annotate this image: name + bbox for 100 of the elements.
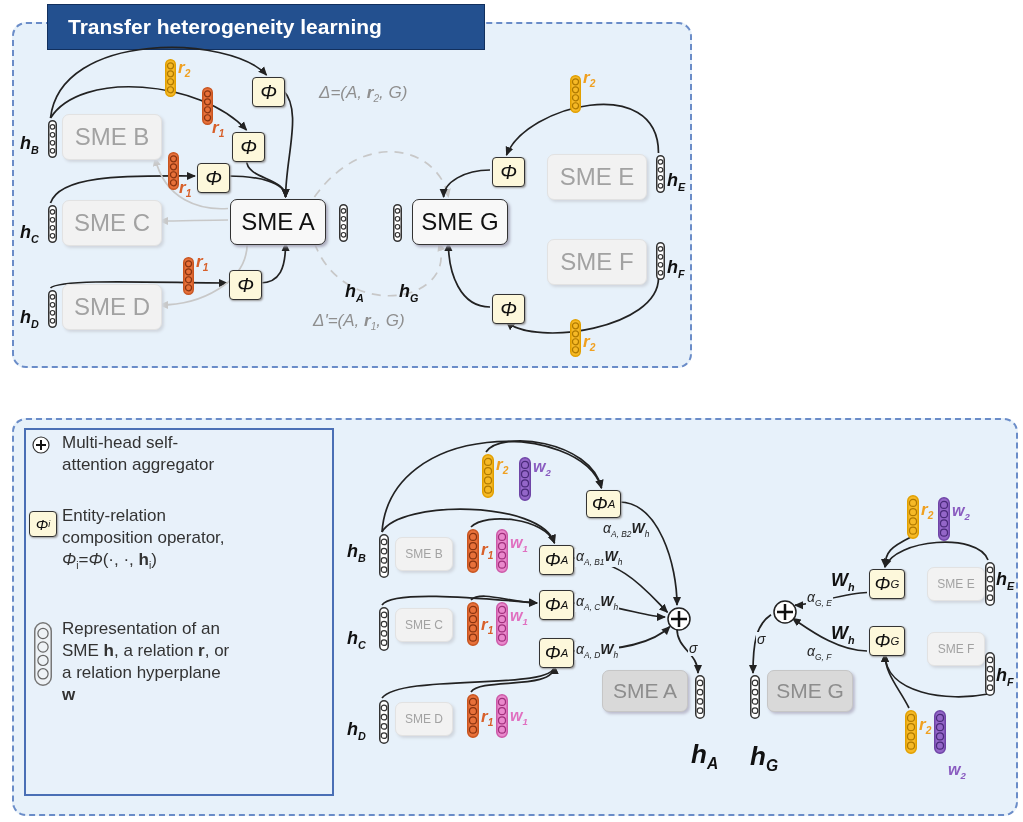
vector-label: r$_{1}$ [212, 119, 225, 140]
vector-column [393, 204, 402, 242]
vector-label: h$_{D}$ [347, 720, 366, 742]
vector-column [907, 495, 919, 539]
vector-column [656, 242, 665, 280]
sme-box: SME A [230, 199, 326, 245]
vector-label: r$_{1}$ [179, 179, 192, 200]
vector-label: h$_{B}$ [347, 542, 366, 564]
sme-box: SME D [395, 702, 453, 736]
edge-label: Δ'=(A, r$_{1}$, G) [312, 312, 406, 333]
vector-label: w$_{2}$ [952, 503, 970, 522]
vector-label: w$_{2}$ [533, 459, 551, 478]
aggregator-circle [667, 607, 691, 631]
arrow [444, 242, 491, 308]
operator-box: Φ [252, 77, 285, 107]
weight-label: W$_{h}$ [831, 571, 855, 593]
legend-text: Multi-head self-attention aggregator [62, 432, 216, 477]
vector-column [379, 534, 389, 578]
vector-column [48, 205, 57, 243]
vector-column [168, 152, 179, 190]
arrow [470, 518, 556, 544]
arrow [227, 175, 289, 198]
vector-column [467, 602, 479, 646]
vector-label: h$_{C}$ [347, 629, 366, 651]
sme-box: SME C [62, 200, 162, 246]
operator-box: Φ [232, 132, 265, 162]
weight-label: W$_{h}$ [831, 624, 855, 646]
vector-label: w$_{1}$ [510, 535, 528, 554]
sme-box: SME A [602, 670, 688, 712]
vector-label: r$_{1}$ [481, 541, 494, 562]
panel-title: Transfer heterogeneity learning [47, 4, 485, 50]
operator-box: Φ [492, 294, 525, 324]
vector-column [519, 457, 531, 501]
arrow [676, 628, 702, 674]
vector-label: h$_{A}$ [345, 282, 364, 304]
vector-column [938, 497, 950, 541]
vector-column [496, 602, 508, 646]
dashed-arrow [313, 242, 445, 297]
arrow [159, 242, 249, 309]
arrow [505, 103, 660, 156]
arrow [794, 591, 868, 609]
vector-column [482, 454, 494, 498]
arrow [485, 440, 603, 489]
arrow [470, 665, 557, 693]
vector-column [570, 75, 581, 113]
vector-label: r$_{2}$ [919, 716, 932, 737]
arrow [749, 613, 772, 674]
arrow [49, 46, 268, 119]
vector-label: h$_{E}$ [996, 570, 1015, 592]
edge-label: α$_{A, D}$W$_{h}$ [575, 642, 620, 661]
vector-label: h$_{C}$ [20, 223, 39, 245]
legend-text: Representation of an SME h, a relation r, or a relation hyperplane w [62, 618, 231, 707]
vector-label: w$_{1}$ [510, 608, 528, 627]
vector-column [467, 529, 479, 573]
sme-box: SME D [62, 284, 162, 330]
arrow [49, 86, 248, 131]
operator-box: Φ [197, 163, 230, 193]
vector-label: r$_{2}$ [583, 69, 596, 90]
vector-column [339, 204, 348, 242]
operator-box: Φ [492, 157, 525, 187]
arrow [618, 501, 681, 606]
arrow [791, 617, 868, 652]
vector-label: h$_{F}$ [996, 666, 1014, 688]
vector-column [48, 290, 57, 328]
vector-column [570, 319, 581, 357]
edge-label: Δ=(A, r$_{2}$, G) [318, 84, 409, 105]
vector-label: r$_{1}$ [196, 253, 209, 274]
vector-column [202, 87, 213, 125]
sme-box: SME G [412, 199, 508, 245]
vector-label: r$_{2}$ [583, 333, 596, 354]
edge-label: α$_{A, C}$W$_{h}$ [575, 594, 620, 613]
vector-label: h$_{G}$ [399, 282, 419, 304]
vector-column [905, 710, 917, 754]
vector-column [695, 675, 705, 719]
aggregator-circle [773, 600, 797, 624]
vector-label: r$_{2}$ [496, 456, 509, 477]
sme-box: SME E [927, 567, 985, 601]
sme-box: SME F [547, 239, 647, 285]
vector-label: r$_{2}$ [921, 501, 934, 522]
vector-column [656, 155, 665, 193]
vector-label: h$_{F}$ [667, 258, 685, 280]
arrow [470, 595, 538, 607]
vector-label: w$_{1}$ [510, 708, 528, 727]
vector-column [48, 120, 57, 158]
vector-label: h$_{E}$ [667, 171, 686, 193]
vector-column [183, 257, 194, 295]
vector-column [985, 562, 995, 606]
vector-column [379, 607, 389, 651]
sme-box: SME G [767, 670, 853, 712]
sme-box: SME F [927, 632, 985, 666]
vector-label: w$_{2}$ [948, 762, 966, 781]
vector-label: r$_{2}$ [178, 59, 191, 80]
arrow [881, 536, 912, 568]
vector-column [379, 700, 389, 744]
arrow [440, 169, 491, 198]
arrow [881, 653, 910, 709]
arrow [571, 557, 669, 614]
arrow [153, 157, 229, 210]
vector-label: r$_{1}$ [481, 708, 494, 729]
arrow [159, 216, 229, 225]
